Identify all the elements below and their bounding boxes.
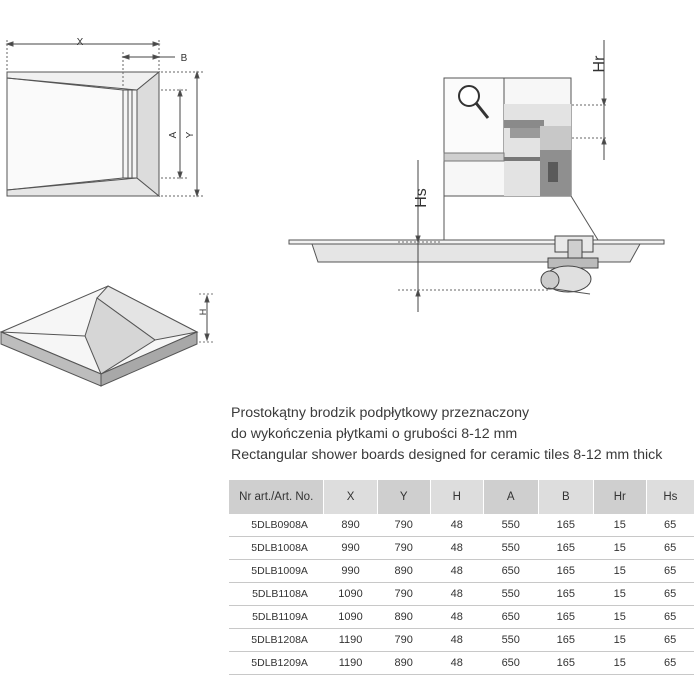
cell-art-no: 5DLB1108A (229, 582, 324, 606)
label-hr: Hr (591, 55, 608, 73)
cell-b: 165 (538, 628, 594, 652)
cell-art-no: 5DLB1208A (229, 628, 324, 652)
section-detail (288, 40, 665, 312)
label-a: A (168, 131, 179, 138)
header-art-no: Nr art./Art. No. (229, 480, 324, 514)
cell-hr: 15 (593, 536, 647, 560)
isometric-view (0, 285, 214, 387)
cell-h: 48 (430, 605, 484, 629)
label-h: H (198, 309, 208, 316)
cell-art-no: 5DLB1008A (229, 536, 324, 560)
cell-b: 165 (538, 559, 594, 583)
cell-h: 48 (430, 651, 484, 675)
cell-hr: 15 (593, 514, 647, 537)
cell-x: 1190 (323, 651, 378, 675)
cell-hs: 65 (646, 559, 694, 583)
cell-b: 165 (538, 605, 594, 629)
cell-y: 890 (377, 651, 431, 675)
header-b: B (537, 480, 594, 514)
header-hr: Hr (592, 480, 647, 514)
table-row: 5DLB0908A 890 790 48 550 165 15 65 (229, 514, 694, 537)
cell-hr: 15 (593, 651, 647, 675)
table-header-row: Nr art./Art. No. X Y H A B Hr Hs (229, 480, 694, 514)
cell-hs: 65 (646, 536, 694, 560)
top-view (5, 40, 205, 198)
cell-y: 890 (377, 559, 431, 583)
cell-x: 1190 (323, 628, 378, 652)
description-line-polish-2: do wykończenia płytkami o grubości 8-12 … (231, 426, 518, 442)
label-b: B (181, 53, 188, 64)
cell-hr: 15 (593, 559, 647, 583)
cell-y: 790 (377, 514, 431, 537)
cell-b: 165 (538, 514, 594, 537)
header-y: Y (376, 480, 431, 514)
specification-table: Nr art./Art. No. X Y H A B Hr Hs 5DLB090… (229, 480, 694, 675)
cell-b: 165 (538, 582, 594, 606)
description-line-english: Rectangular shower boards designed for c… (231, 447, 663, 463)
cell-hr: 15 (593, 582, 647, 606)
table-row: 5DLB1209A 1190 890 48 650 165 15 65 (229, 651, 694, 675)
cell-x: 990 (323, 536, 378, 560)
cell-hs: 65 (646, 605, 694, 629)
cell-x: 1090 (323, 605, 378, 629)
cell-hs: 65 (646, 651, 694, 675)
header-a: A (482, 480, 539, 514)
table-row: 5DLB1109A 1090 890 48 650 165 15 65 (229, 605, 694, 629)
cell-h: 48 (430, 536, 484, 560)
table-row: 5DLB1208A 1190 790 48 550 165 15 65 (229, 628, 694, 652)
label-x: X (77, 37, 84, 48)
product-description: Prostokątny brodzik podpłytkowy przeznac… (231, 403, 662, 466)
cell-hr: 15 (593, 605, 647, 629)
header-x: X (323, 480, 378, 514)
cell-y: 790 (377, 536, 431, 560)
technical-drawing: X B A Y H (0, 37, 665, 387)
cell-x: 990 (323, 559, 378, 583)
cell-x: 1090 (323, 582, 378, 606)
cell-art-no: 5DLB0908A (229, 514, 324, 537)
cell-h: 48 (430, 582, 484, 606)
cell-a: 650 (483, 651, 539, 675)
cell-h: 48 (430, 559, 484, 583)
cell-h: 48 (430, 628, 484, 652)
cell-y: 790 (377, 582, 431, 606)
cell-y: 790 (377, 628, 431, 652)
header-hs: Hs (645, 480, 694, 514)
cell-art-no: 5DLB1209A (229, 651, 324, 675)
label-hs: Hs (413, 188, 430, 208)
cell-art-no: 5DLB1109A (229, 605, 324, 629)
description-line-polish-1: Prostokątny brodzik podpłytkowy przeznac… (231, 405, 530, 421)
table-row: 5DLB1108A 1090 790 48 550 165 15 65 (229, 582, 694, 606)
cell-y: 890 (377, 605, 431, 629)
label-y: Y (185, 131, 196, 138)
cell-b: 165 (538, 651, 594, 675)
cell-a: 550 (483, 536, 539, 560)
table-row: 5DLB1008A 990 790 48 550 165 15 65 (229, 536, 694, 560)
cell-a: 550 (483, 514, 539, 537)
table-row: 5DLB1009A 990 890 48 650 165 15 65 (229, 559, 694, 583)
cell-a: 650 (483, 559, 539, 583)
cell-h: 48 (430, 514, 484, 537)
cell-hs: 65 (646, 582, 694, 606)
cell-a: 550 (483, 582, 539, 606)
cell-a: 550 (483, 628, 539, 652)
cell-b: 165 (538, 536, 594, 560)
cell-hs: 65 (646, 628, 694, 652)
cell-a: 650 (483, 605, 539, 629)
cell-art-no: 5DLB1009A (229, 559, 324, 583)
cell-hs: 65 (646, 514, 694, 537)
magnifier-icon (458, 85, 490, 119)
header-h: H (429, 480, 484, 514)
cell-hr: 15 (593, 628, 647, 652)
cell-x: 890 (323, 514, 378, 537)
